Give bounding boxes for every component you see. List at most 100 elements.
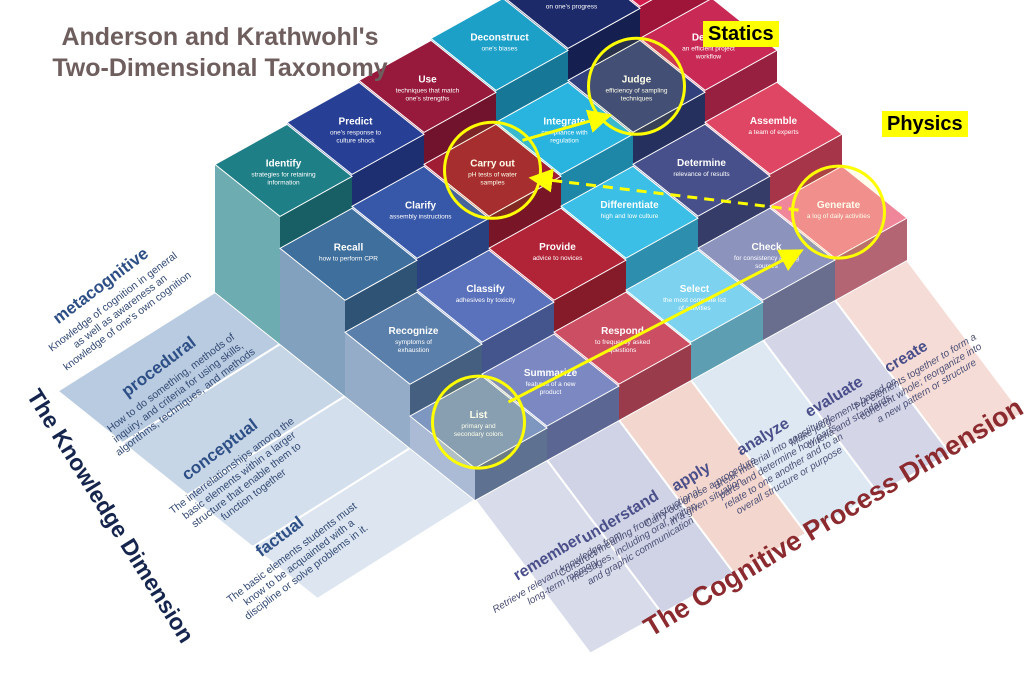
cell-title: Predict xyxy=(339,116,374,127)
cell-top xyxy=(488,207,627,301)
highlight-circle-generate xyxy=(791,164,886,260)
cell-subtitle: relevance of results xyxy=(673,171,730,178)
cell-subtitle: pH tests of water xyxy=(468,171,518,178)
cell-subtitle: strategies for retaining xyxy=(251,171,316,178)
cell-side xyxy=(619,344,691,420)
highlight-circle-list xyxy=(431,374,526,470)
cell-side xyxy=(280,248,345,396)
cell-list: List primary andsecondary colors xyxy=(409,375,548,500)
cell-subtitle: techniques xyxy=(621,95,653,102)
cell-title: List xyxy=(470,410,488,421)
cell-top xyxy=(631,0,653,7)
knowledge-panel-metacognitive xyxy=(55,290,282,445)
cell-title: Identify xyxy=(266,158,302,169)
cell-side xyxy=(763,260,835,340)
cell-subtitle: one's strengths xyxy=(406,95,451,102)
cell-top xyxy=(416,249,555,343)
cell-title: Recall xyxy=(334,242,364,253)
cell-top xyxy=(279,207,418,301)
cell-subtitle: on one's progress xyxy=(546,3,598,10)
cell-title: Generate xyxy=(817,200,861,211)
cell-subtitle: regulation xyxy=(550,137,579,144)
cell-top xyxy=(697,207,836,301)
cell-title: Provide xyxy=(539,242,576,253)
cell-title: Judge xyxy=(622,74,652,85)
cell-subtitle: sources xyxy=(755,263,779,270)
cell-title: Select xyxy=(680,284,710,295)
highlight-circle-carry-out xyxy=(443,120,542,220)
cell-top xyxy=(553,291,692,385)
cell-subtitle: for consistency among xyxy=(734,255,799,262)
cell-subtitle: questions xyxy=(609,347,638,354)
statics-highlight: Statics xyxy=(703,21,779,47)
title-line-2: Two-Dimensional Taxonomy xyxy=(52,54,388,82)
cell-side xyxy=(835,218,907,300)
cell-subtitle: workflow xyxy=(695,53,722,60)
cell-title: Deconstruct xyxy=(470,32,529,43)
cell-subtitle: an efficient project xyxy=(682,45,735,52)
cell-subtitle: assembly instructions xyxy=(389,213,452,220)
cell-subtitle: culture shock xyxy=(336,137,375,144)
diagram-title: Anderson and Krathwohl's Two-Dimensional… xyxy=(30,22,410,84)
cell-subtitle: features of a new xyxy=(526,381,576,388)
cell-title: Recognize xyxy=(388,326,438,337)
cell-subtitle: of activities xyxy=(678,305,711,312)
cell-subtitle: one's response to xyxy=(330,129,381,136)
cell-top xyxy=(625,249,764,343)
cell-title: Reflect xyxy=(555,0,589,1)
cell-subtitle: techniques that match xyxy=(396,87,460,94)
title-line-1: Anderson and Krathwohl's xyxy=(61,23,379,51)
cell-subtitle: samples xyxy=(480,179,505,186)
cognitive-panel-create xyxy=(833,258,1024,455)
cell-top xyxy=(560,165,699,259)
cell-title: Check xyxy=(751,242,781,253)
cell-subtitle: product xyxy=(540,389,562,396)
cell-blocks: Createan innovative learningportfolioRef… xyxy=(214,0,908,500)
cell-subtitle: primary and xyxy=(461,423,496,430)
cell-title: Clarify xyxy=(405,200,437,211)
cell-title: Summarize xyxy=(524,368,578,379)
cell-subtitle: a log of daily activities xyxy=(807,213,871,220)
cell-title: Use xyxy=(418,74,437,85)
cell-top xyxy=(214,123,353,217)
cell-subtitle: the most complete list xyxy=(663,297,726,304)
cell-top xyxy=(506,0,641,49)
cell-subtitle: high and low culture xyxy=(601,213,659,220)
cell-top xyxy=(344,291,483,385)
cell-top xyxy=(704,81,843,175)
cell-top xyxy=(430,0,569,91)
cell-top xyxy=(358,39,497,133)
cell-subtitle: efficiency of sampling xyxy=(605,87,667,94)
annotation-overlay xyxy=(431,36,886,470)
cell-side xyxy=(410,416,475,500)
cell-subtitle: secondary colors xyxy=(454,431,504,438)
cell-side xyxy=(215,164,280,344)
highlight-circle-judge xyxy=(587,36,686,136)
arrow-carry-out-to-judge xyxy=(522,109,613,142)
arrow-generate-to-carry-out xyxy=(528,168,799,212)
cell-subtitle: a team of experts xyxy=(748,129,799,136)
cell-subtitle: one's biases xyxy=(482,45,519,52)
cell-subtitle: advice to novices xyxy=(533,255,584,262)
cell-side xyxy=(345,332,410,448)
cell-title: Integrate xyxy=(543,116,586,127)
physics-highlight: Physics xyxy=(882,111,968,137)
cell-title: Assemble xyxy=(750,116,798,127)
cell-side xyxy=(475,428,547,500)
cell-subtitle: how to perform CPR xyxy=(319,255,378,262)
cell-subtitle: information xyxy=(267,179,300,186)
cell-subtitle: exhaustion xyxy=(398,347,430,354)
cell-subtitle: compliance with xyxy=(541,129,588,136)
cell-top xyxy=(632,123,771,217)
cell-subtitle: symptoms of xyxy=(395,339,432,346)
cell-title: Determine xyxy=(677,158,726,169)
cell-title: Carry out xyxy=(470,158,515,169)
cell-side xyxy=(547,386,619,460)
cell-top xyxy=(351,165,490,259)
cell-subtitle: adhesives by toxicity xyxy=(456,297,516,304)
cell-title: Classify xyxy=(466,284,505,295)
cell-top xyxy=(286,81,425,175)
cell-title: Respond xyxy=(601,326,644,337)
cell-title: Differentiate xyxy=(600,200,659,211)
